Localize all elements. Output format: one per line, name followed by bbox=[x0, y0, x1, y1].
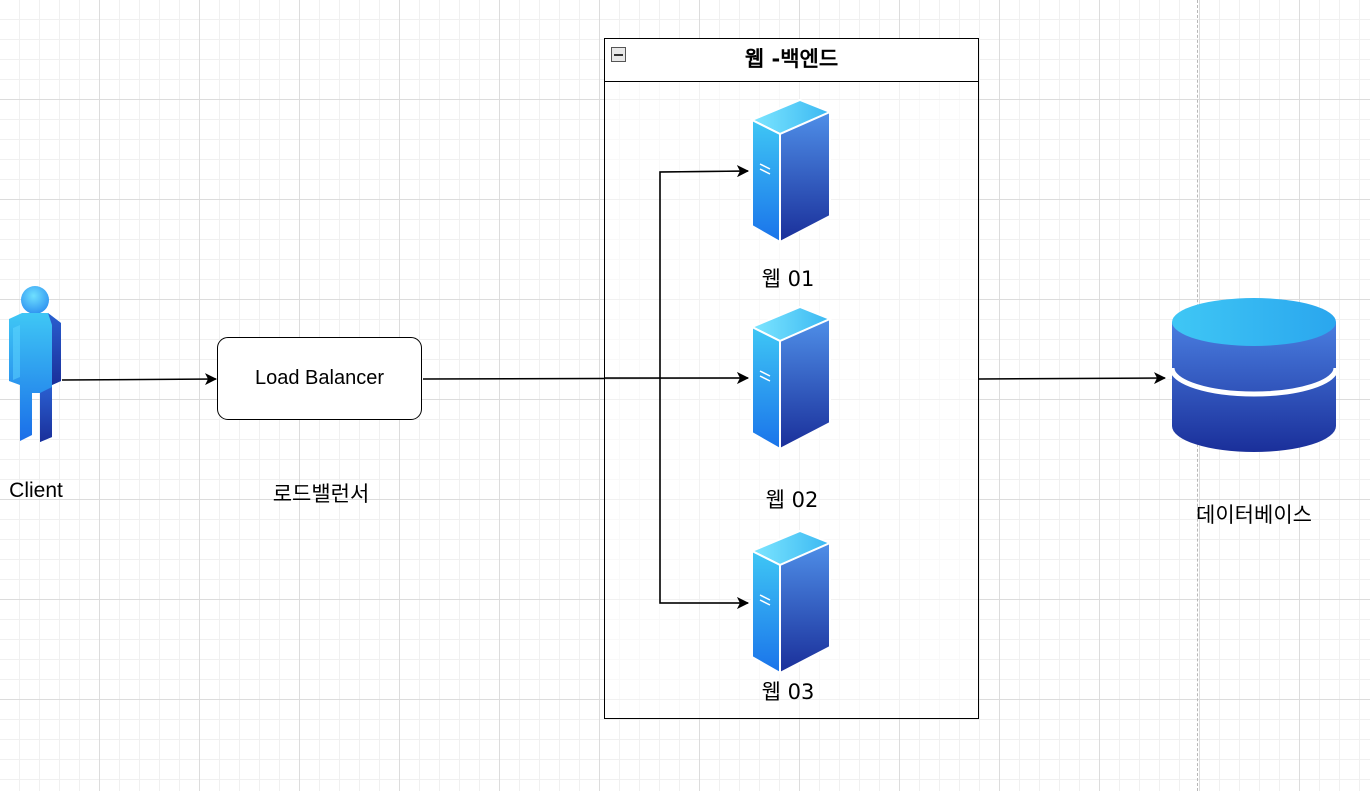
user-icon[interactable] bbox=[6, 285, 66, 445]
server-label-1: 웹 01 bbox=[761, 267, 815, 291]
server-label-3: 웹 03 bbox=[761, 680, 815, 704]
server-label-2: 웹 02 bbox=[765, 488, 819, 512]
backend-group-header: 웹 -백엔드 bbox=[605, 39, 978, 82]
load-balancer-node[interactable]: Load Balancer bbox=[217, 337, 422, 420]
database-icon[interactable] bbox=[1170, 298, 1338, 458]
server-icon[interactable] bbox=[750, 305, 832, 451]
load-balancer-text: Load Balancer bbox=[255, 367, 384, 389]
backend-group-title: 웹 -백엔드 bbox=[744, 47, 839, 71]
server-icon[interactable] bbox=[750, 98, 832, 244]
edge-client-to-lb[interactable] bbox=[61, 373, 217, 386]
database-label: 데이터베이스 bbox=[1196, 503, 1312, 527]
edge-backend-to-db[interactable] bbox=[978, 372, 1166, 385]
load-balancer-label: 로드밸런서 bbox=[272, 482, 370, 506]
client-label: Client bbox=[9, 479, 63, 502]
collapse-icon[interactable] bbox=[611, 47, 626, 62]
server-icon[interactable] bbox=[750, 529, 832, 675]
